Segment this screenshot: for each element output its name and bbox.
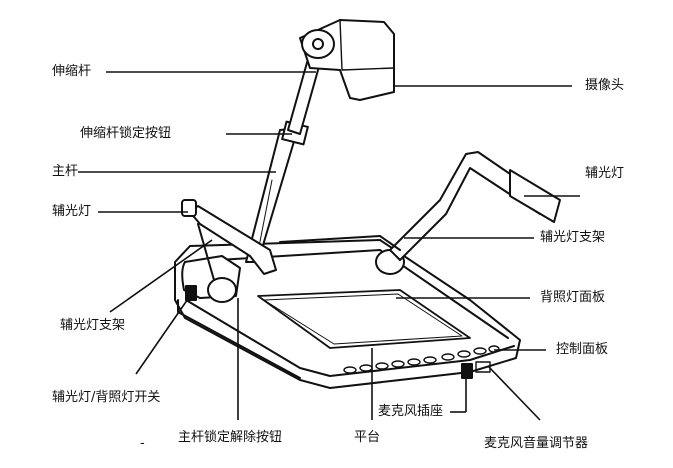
control-panel-buttons bbox=[343, 345, 500, 374]
label-mic-jack: 麦克风插座 bbox=[378, 404, 444, 419]
label-backlight-panel: 背照灯面板 bbox=[540, 290, 606, 305]
label-camera: 摄像头 bbox=[585, 78, 625, 93]
left-aux-light-arm bbox=[189, 205, 277, 275]
label-mic-volume-knob: 麦克风音量调节器 bbox=[484, 436, 589, 451]
leader-bracket-left bbox=[109, 239, 213, 313]
dash-mark: - bbox=[140, 436, 145, 451]
label-main-rod: 主杆 bbox=[52, 164, 79, 179]
label-telescopic-rod: 伸缩杆 bbox=[52, 64, 92, 79]
label-platform: 平台 bbox=[354, 430, 381, 445]
mic-jack-shape bbox=[461, 363, 473, 379]
label-control-panel: 控制面板 bbox=[556, 342, 609, 357]
label-light-switch: 辅光灯/背照灯开关 bbox=[52, 390, 161, 405]
backlight-panel-shape bbox=[257, 289, 471, 349]
label-aux-light-bracket-left: 辅光灯支架 bbox=[60, 318, 126, 333]
leader-mic-volume bbox=[487, 365, 541, 421]
label-main-rod-unlock-button: 主杆锁定解除按钮 bbox=[178, 430, 283, 445]
label-telescopic-lock-button: 伸缩杆锁定按钮 bbox=[80, 126, 172, 141]
label-aux-light-left: 辅光灯 bbox=[52, 204, 92, 219]
right-aux-light-arm bbox=[389, 151, 549, 261]
label-aux-light-right: 辅光灯 bbox=[585, 166, 625, 181]
label-aux-light-bracket-right: 辅光灯支架 bbox=[540, 230, 606, 245]
base-front-edge bbox=[185, 299, 515, 377]
leader-light-switch bbox=[135, 295, 191, 375]
